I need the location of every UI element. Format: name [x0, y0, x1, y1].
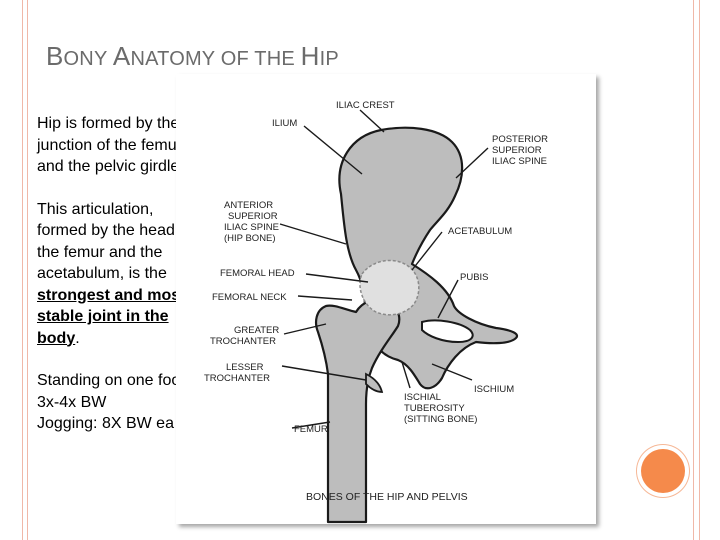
left-frame-border [22, 0, 28, 540]
label-ischial-tuberosity: TUBEROSITY [404, 403, 465, 414]
load-standing: Standing on one foot: 3x-4x BW [37, 372, 190, 411]
paragraph-load-forces: Standing on one foot: 3x-4x BW Jogging: 8… [37, 370, 205, 435]
label-ischium: ISCHIUM [474, 384, 514, 395]
label-greater-trochanter: GREATER [234, 325, 279, 336]
femur-bone [315, 297, 401, 524]
title-part: H [300, 41, 320, 71]
label-lesser-trochanter: TROCHANTER [204, 373, 270, 384]
load-jogging: Jogging: 8X BW ea [37, 415, 174, 432]
hip-anatomy-figure: ILIAC CREST ILIUM POSTERIOR SUPERIOR ILI… [176, 74, 596, 524]
label-ischial-tuberosity: ISCHIAL [404, 392, 441, 403]
title-part: IP [319, 48, 339, 70]
label-ilium: ILIUM [272, 118, 297, 129]
paragraph-hip-formation: Hip is formed by the junction of the fem… [37, 115, 182, 175]
leader-lines [279, 109, 489, 429]
right-frame-border [693, 0, 700, 540]
paragraph-text: This articulation, formed by the head of… [37, 200, 193, 283]
slide-body-text: Hip is formed by the junction of the fem… [37, 113, 205, 456]
label-psis: SUPERIOR [492, 145, 542, 156]
label-psis: ILIAC SPINE [492, 156, 547, 167]
femoral-head [359, 259, 420, 316]
label-iliac-crest: ILIAC CREST [336, 100, 395, 111]
label-femur: FEMUR [294, 424, 328, 435]
obturator-foramen [421, 319, 474, 344]
hip-anatomy-illustration: ILIAC CREST ILIUM POSTERIOR SUPERIOR ILI… [204, 100, 548, 524]
emphasis-text: strongest and most stable joint in the b… [37, 286, 186, 347]
label-acetabulum: ACETABULUM [448, 226, 512, 237]
slide-title: BONY ANATOMY OF THE HIP [46, 36, 339, 73]
label-asis: (HIP BONE) [224, 233, 276, 244]
title-part: A [112, 41, 131, 71]
label-femoral-head: FEMORAL HEAD [220, 268, 295, 279]
figure-caption: BONES OF THE HIP AND PELVIS [306, 491, 468, 503]
paragraph-articulation: This articulation, formed by the head of… [37, 199, 205, 350]
label-femoral-neck: FEMORAL NECK [212, 292, 287, 303]
paragraph-text: . [75, 329, 80, 347]
label-greater-trochanter: TROCHANTER [210, 336, 276, 347]
lesser-trochanter [365, 372, 384, 393]
label-ischial-tuberosity: (SITTING BONE) [404, 414, 477, 425]
label-asis: ANTERIOR [224, 200, 273, 211]
title-part: ONY [63, 48, 113, 70]
label-asis: SUPERIOR [228, 211, 278, 222]
label-asis: ILIAC SPINE [224, 222, 279, 233]
accent-circle [641, 449, 685, 493]
label-psis: POSTERIOR [492, 134, 548, 145]
label-pubis: PUBIS [460, 272, 489, 283]
title-part: NATOMY OF THE [130, 48, 301, 70]
title-part: B [46, 41, 64, 71]
label-lesser-trochanter: LESSER [226, 362, 264, 373]
